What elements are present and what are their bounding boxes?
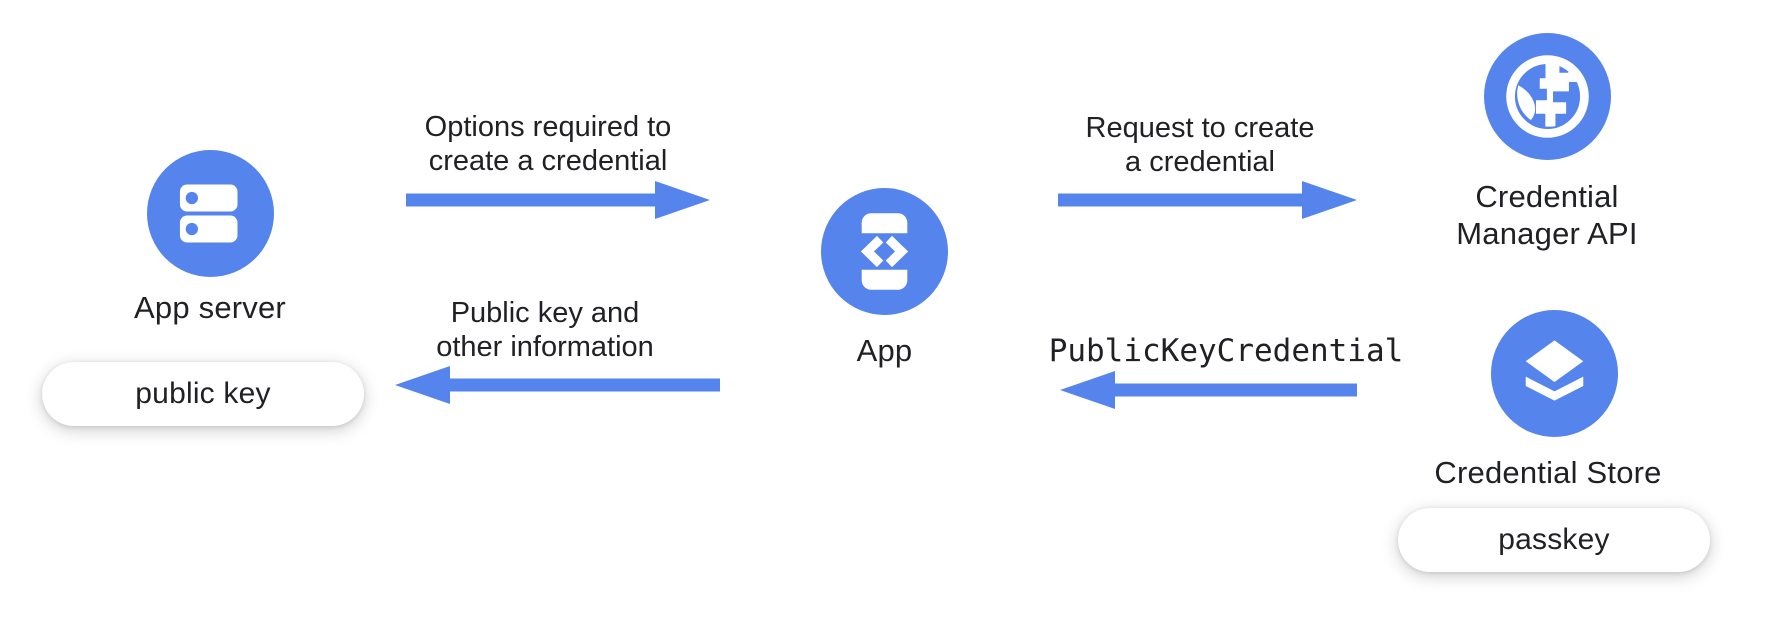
arrow-right-request-icon xyxy=(1058,181,1357,219)
arrow-left-publickeycredential-icon xyxy=(1060,371,1357,409)
arrow-label-public-key: Public key and other information xyxy=(436,297,654,363)
public-key-pill: public key xyxy=(42,362,364,426)
arrow-left-public-key-icon xyxy=(395,366,720,404)
layers-icon xyxy=(1491,310,1618,437)
phone-code-icon xyxy=(821,188,948,315)
app-label: App xyxy=(856,333,913,368)
arrow-label-request: Request to create a credential xyxy=(1085,112,1315,178)
credential-manager-api-label: Credential Manager API xyxy=(1456,179,1638,251)
server-icon xyxy=(147,150,274,277)
passkey-pill-text: passkey xyxy=(1498,523,1610,556)
passkey-pill: passkey xyxy=(1398,508,1710,572)
arrow-label-publickeycredential: PublicKeyCredential xyxy=(1048,333,1404,369)
app-server-label: App server xyxy=(134,290,286,325)
credential-store-label: Credential Store xyxy=(1434,455,1662,490)
arrow-label-options: Options required to create a credential xyxy=(424,111,672,177)
public-key-pill-text: public key xyxy=(135,377,271,410)
globe-icon xyxy=(1484,33,1611,160)
arrow-right-options-icon xyxy=(406,181,710,219)
